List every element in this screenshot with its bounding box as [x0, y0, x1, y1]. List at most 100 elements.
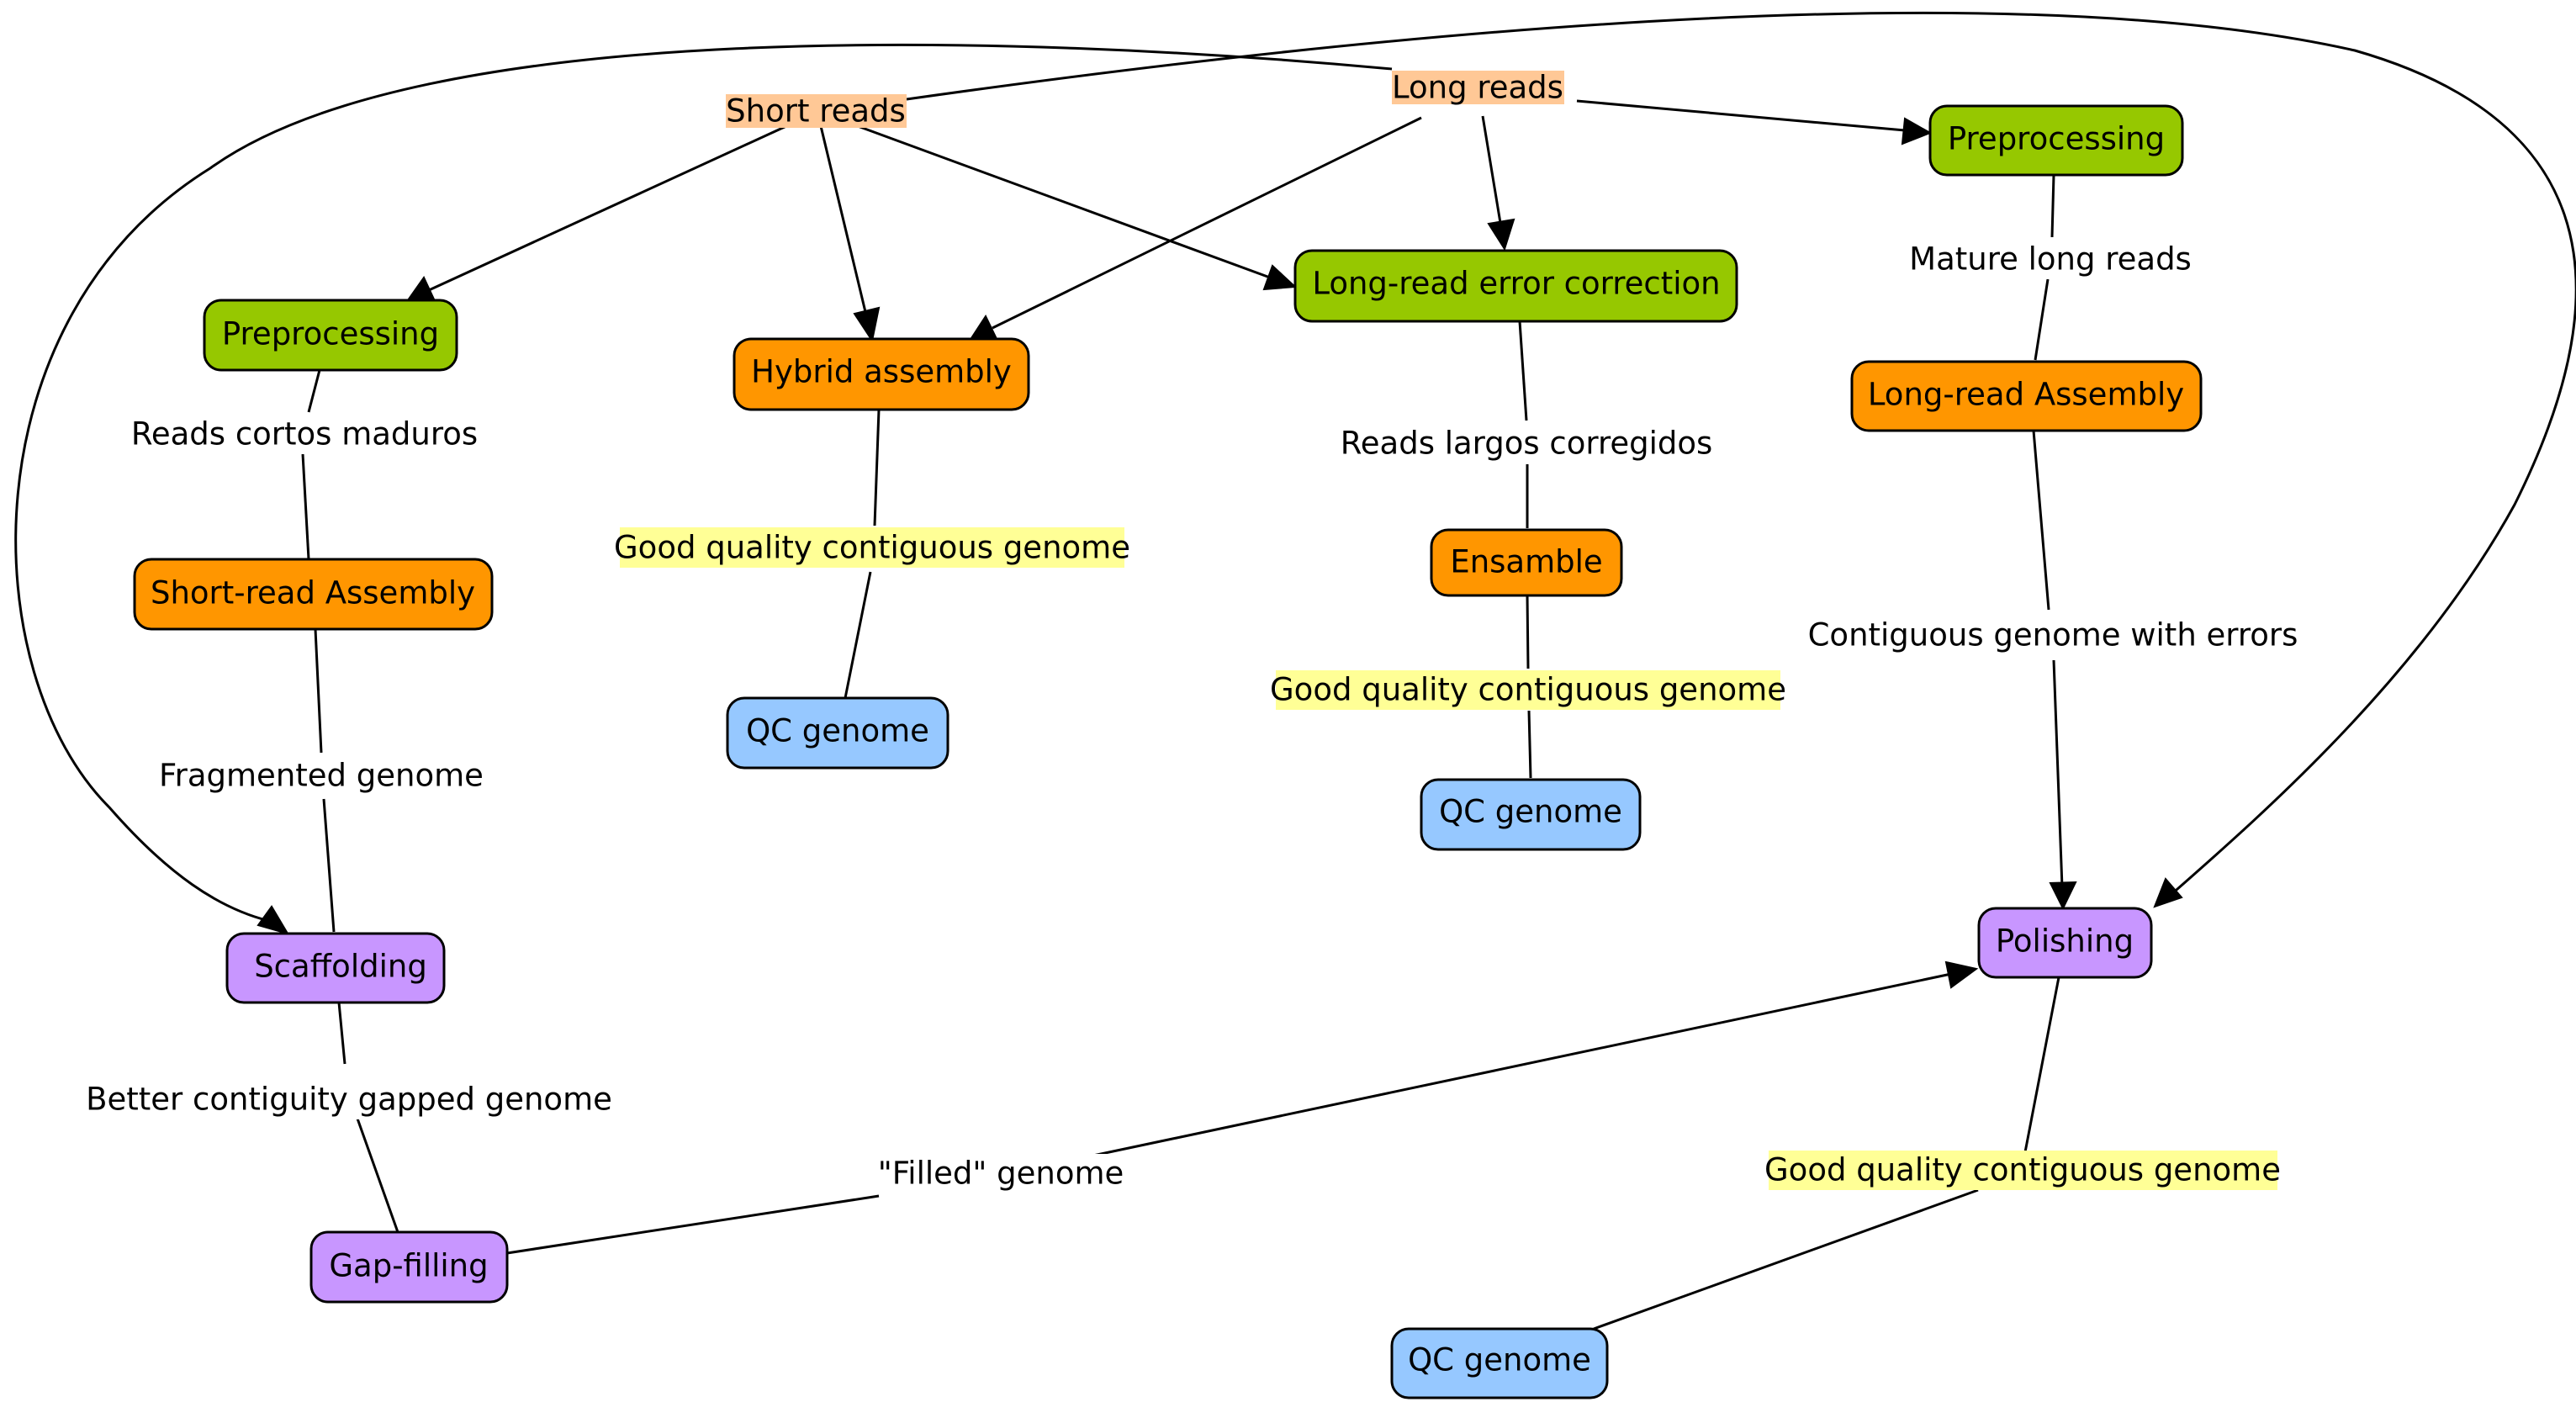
- source-short-reads-bg: [726, 94, 907, 128]
- edge-long-reads-to-error-correction: [1481, 115, 1502, 224]
- node-preprocessing-short[interactable]: Preprocessing: [203, 299, 458, 372]
- arrowhead: [1944, 960, 1979, 989]
- node-label: Scaffolding: [254, 949, 427, 985]
- node-hybrid-assembly[interactable]: Hybrid assembly: [733, 337, 1030, 411]
- node-box: [1928, 104, 2184, 177]
- edge-label-bg: [1909, 239, 2191, 279]
- edge-label-good-quality-hybrid: Good quality contiguous genome: [614, 530, 1130, 566]
- source-long-reads-label: Long reads: [1392, 70, 1563, 106]
- node-box: [203, 299, 458, 372]
- node-qc-hybrid[interactable]: QC genome: [726, 696, 949, 770]
- edge-label-filled-genome: "Filled" genome: [878, 1156, 1124, 1192]
- edge-ensamble-to-qc: [1526, 595, 1530, 669]
- edge-short-reads-to-error-correction: [857, 124, 1271, 279]
- edge-short-assembly-to-scaffolding: [322, 798, 336, 933]
- edge-short-reads-to-polishing: [906, 11, 2576, 897]
- arrowhead: [257, 905, 290, 935]
- node-label: Short-read Assembly: [151, 575, 475, 611]
- edge-long-assembly-to-polishing: [2052, 659, 2064, 888]
- node-box: [1850, 360, 2203, 432]
- node-preprocessing-long[interactable]: Preprocessing: [1928, 104, 2184, 177]
- node-qc-polishing[interactable]: QC genome: [1390, 1327, 1609, 1399]
- node-box: [1430, 528, 1623, 597]
- edge-preprocessing-to-long-assembly: [2050, 174, 2055, 238]
- edge-label-bg: [88, 1079, 606, 1119]
- edge-scaffolding-to-gap-filling: [356, 1118, 399, 1233]
- node-label: Polishing: [1996, 923, 2134, 960]
- edge-short-assembly-to-scaffolding: [314, 628, 323, 754]
- node-label: QC genome: [1408, 1342, 1591, 1378]
- edge-hybrid-to-qc: [844, 571, 872, 699]
- node-box: [1977, 907, 2153, 979]
- edge-gap-filling-to-polishing: [506, 1194, 880, 1255]
- edge-label-reads-cortos-maduros: Reads cortos maduros: [131, 416, 478, 452]
- edge-label-reads-largos-corregidos: Reads largos corregidos: [1341, 426, 1713, 462]
- node-label: Long-read error correction: [1312, 266, 1720, 302]
- source-long-reads: Long reads: [1392, 70, 1564, 106]
- edge-label-bg: [156, 754, 484, 796]
- source-short-reads-label: Short reads: [726, 93, 906, 130]
- node-short-read-assembly[interactable]: Short-read Assembly: [133, 558, 494, 631]
- node-long-read-assembly[interactable]: Long-read Assembly: [1850, 360, 2203, 432]
- edge-label-highlight: [620, 527, 1124, 568]
- node-label: Ensamble: [1450, 544, 1602, 580]
- edge-label-bg: [1341, 422, 1716, 464]
- edge-label-bg: [1808, 611, 2300, 659]
- edge-long-assembly-to-polishing: [2032, 430, 2050, 611]
- edge-preprocessing-to-short-assembly: [307, 369, 321, 413]
- edges: [14, 11, 2576, 1331]
- arrowhead: [853, 306, 881, 343]
- edge-label-bg: [130, 414, 479, 454]
- edge-short-reads-to-hybrid: [819, 125, 868, 316]
- edge-label-good-quality-polishing: Good quality contiguous genome: [1764, 1152, 2281, 1188]
- node-box: [733, 337, 1030, 411]
- source-long-reads-bg: [1392, 71, 1564, 104]
- node-gap-filling[interactable]: Gap-filling: [309, 1230, 509, 1304]
- edge-label-good-quality-ensamble: Good quality contiguous genome: [1270, 672, 1786, 708]
- node-polishing[interactable]: Polishing: [1977, 907, 2153, 979]
- node-box: [1390, 1327, 1609, 1399]
- edge-preprocessing-to-long-assembly: [2034, 278, 2050, 361]
- node-label: Gap-filling: [329, 1248, 488, 1284]
- arrowhead: [2153, 877, 2183, 908]
- node-label: Preprocessing: [222, 316, 439, 352]
- edge-gap-filling-to-polishing: [1088, 972, 1952, 1158]
- arrowhead: [2049, 881, 2077, 911]
- edge-label-contiguous-with-errors: Contiguous genome with errors: [1808, 617, 2298, 653]
- edge-preprocessing-to-short-assembly: [301, 453, 310, 560]
- edge-label-mature-long-reads: Mature long reads: [1909, 241, 2192, 278]
- edge-label-better-contiguity: Better contiguity gapped genome: [86, 1082, 612, 1118]
- arrowhead: [1901, 117, 1933, 145]
- node-long-read-error-correction[interactable]: Long-read error correction: [1293, 249, 1738, 323]
- edge-label-highlight: [1769, 1151, 2277, 1190]
- edge-ensamble-to-qc: [1527, 710, 1532, 779]
- node-ensamble[interactable]: Ensamble: [1430, 528, 1623, 597]
- node-label: Hybrid assembly: [751, 354, 1012, 390]
- source-short-reads: Short reads: [726, 93, 907, 130]
- edge-long-reads-to-hybrid: [992, 116, 1422, 330]
- node-scaffolding[interactable]: Scaffolding: [225, 932, 446, 1004]
- node-label: Long-read Assembly: [1868, 377, 2184, 413]
- edge-label-bg: [879, 1154, 1123, 1196]
- node-qc-ensamble[interactable]: QC genome: [1420, 778, 1642, 851]
- edge-long-reads-to-scaffolding: [14, 43, 1393, 923]
- node-box: [225, 932, 446, 1004]
- edge-error-correction-to-ensamble: [1518, 320, 1528, 421]
- edge-hybrid-to-qc: [873, 409, 881, 526]
- arrowhead: [1487, 218, 1515, 251]
- node-label: QC genome: [746, 713, 929, 749]
- edge-label-fragmented-genome: Fragmented genome: [159, 758, 484, 794]
- node-box: [133, 558, 494, 631]
- edge-polishing-to-qc: [2023, 976, 2060, 1157]
- node-box: [1293, 249, 1738, 323]
- node-box: [726, 696, 949, 770]
- edge-short-reads-to-preprocessing: [428, 124, 787, 292]
- node-box: [1420, 778, 1642, 851]
- edge-label-highlight: [1276, 670, 1780, 710]
- edge-polishing-to-qc: [1593, 1188, 1979, 1331]
- arrowhead: [1262, 264, 1298, 291]
- edge-long-reads-to-preprocessing: [1576, 99, 1906, 132]
- node-label: Preprocessing: [1948, 121, 2165, 157]
- node-label: QC genome: [1439, 794, 1622, 830]
